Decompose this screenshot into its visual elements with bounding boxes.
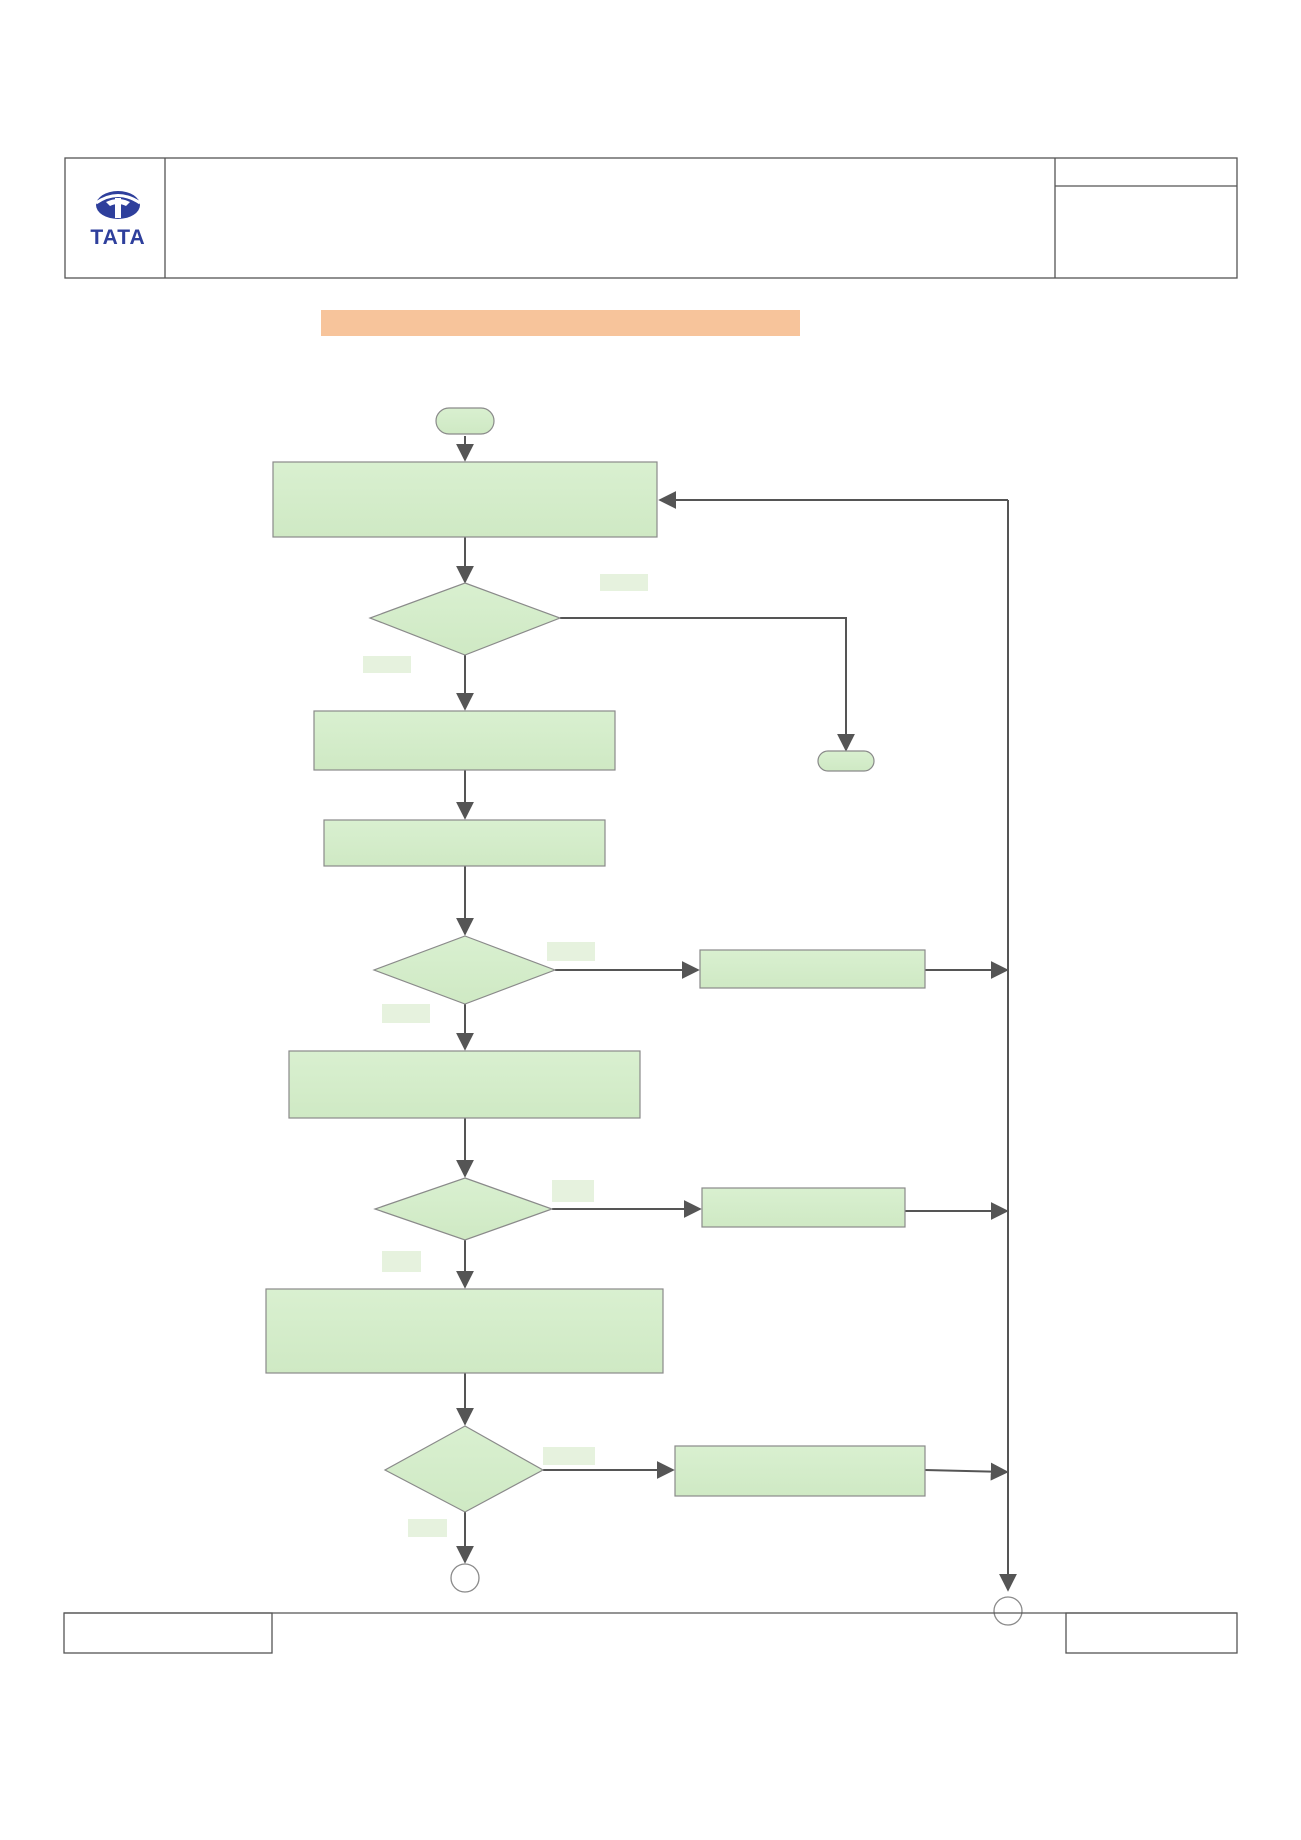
decision-4 [383,1425,545,1513]
process-box-4 [288,1050,641,1119]
footer-right-box [1065,1612,1238,1654]
side-process-box-3 [674,1445,926,1497]
branch-label-pad-2 [363,656,411,673]
branch-label-pad-4 [382,1004,430,1023]
flowchart-shapes [265,407,926,1513]
decision-1 [368,582,562,656]
tata-logo-icon: TATA [90,191,145,249]
footer-left-box [63,1612,273,1654]
logo-wordmark: TATA [90,226,145,249]
connector-side-process-3-to-loop [924,1462,1009,1481]
connector-decision-1-to-end [560,617,855,752]
header-table [64,157,1238,279]
connectors [456,436,1017,1592]
branch-label-pad-3 [547,942,595,961]
branch-label-pad-5 [552,1180,594,1202]
decision-3 [373,1177,554,1241]
off-page-connector-b [993,1596,1023,1626]
start-terminator [435,407,495,435]
off-page-connectors [450,1563,1023,1626]
branch-label-pads [363,574,648,1537]
branch-label-pad-1 [600,574,648,591]
process-box-3 [323,819,606,867]
title-band [321,310,800,336]
process-box-1 [272,461,658,538]
decision-2 [372,935,557,1005]
footer [63,1612,1238,1654]
side-process-box-1 [699,949,926,989]
off-page-connector-a [450,1563,480,1593]
end-terminator [817,750,875,772]
process-box-2 [313,710,616,771]
process-box-5 [265,1288,664,1374]
branch-label-pad-7 [543,1447,595,1465]
header-frame [64,157,1238,279]
branch-label-pad-6 [382,1251,421,1272]
side-process-box-2 [701,1187,906,1228]
branch-label-pad-8 [408,1519,447,1537]
